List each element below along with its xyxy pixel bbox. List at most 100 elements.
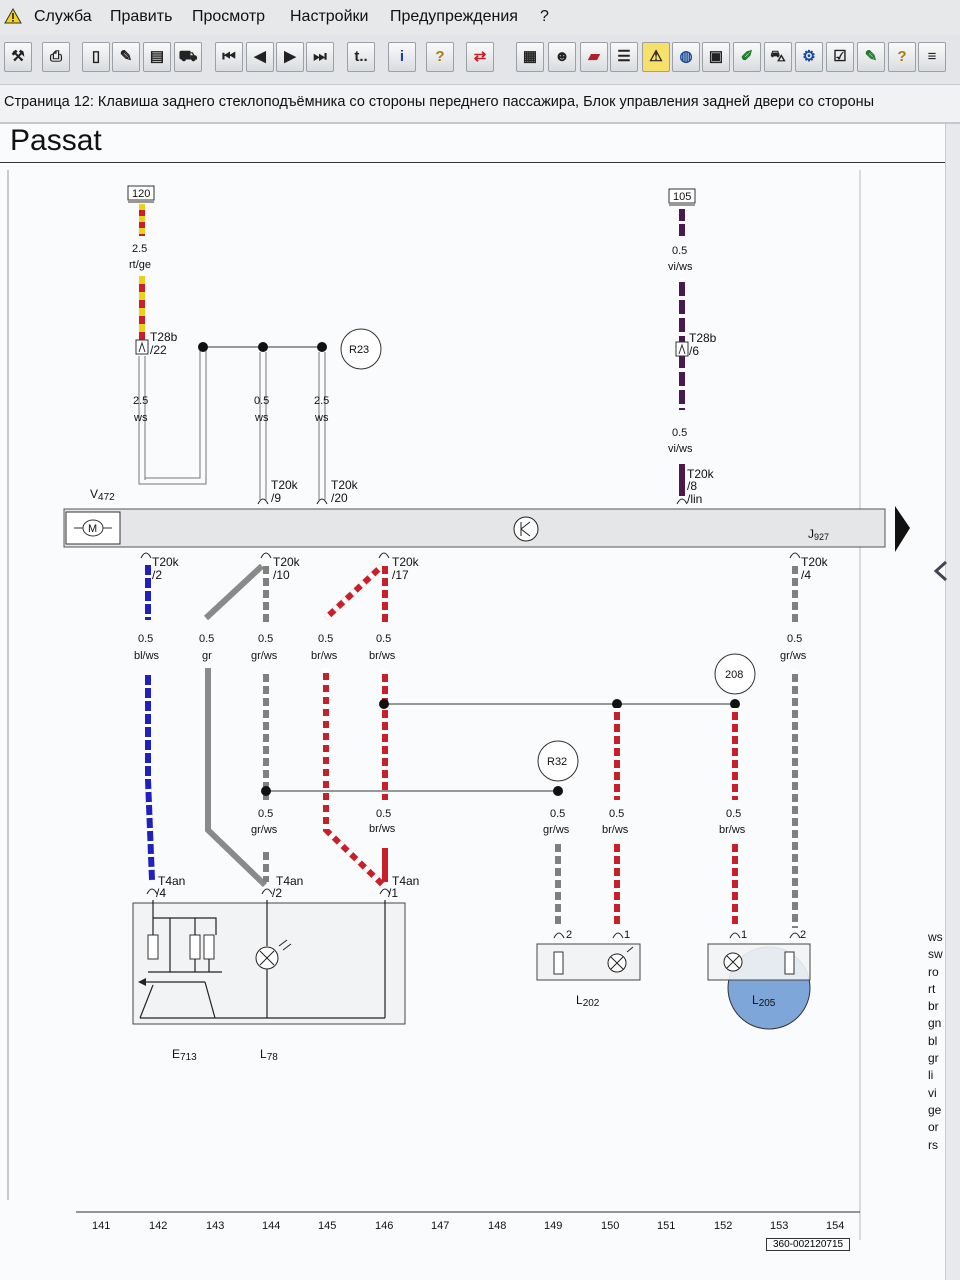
legend-item: or (928, 1120, 939, 1134)
svg-text:/2: /2 (272, 886, 282, 900)
first-page-icon[interactable]: ⏮ (215, 42, 243, 72)
connector-t20k-20: T20k /20 (316, 478, 359, 505)
svg-text:2: 2 (566, 929, 572, 941)
svg-text:120: 120 (132, 188, 150, 200)
last-page-icon[interactable]: ⏭ (306, 42, 334, 72)
splice-dot (261, 786, 271, 796)
column-number: 152 (714, 1220, 733, 1232)
column-number: 153 (770, 1220, 789, 1232)
legend-item: li (928, 1068, 934, 1082)
page-title: Страница 12: Клавиша заднего стеклоподъё… (4, 94, 875, 110)
svg-text:T20k: T20k (392, 555, 420, 569)
globe-icon[interactable]: ◍ (672, 42, 700, 72)
swap-icon[interactable]: ⇄ (466, 42, 494, 72)
wire-ws-left-loop (138, 348, 207, 485)
svg-text:T4an: T4an (158, 874, 185, 888)
svg-text:T20k: T20k (273, 555, 301, 569)
svg-text:1: 1 (741, 929, 747, 941)
column-number: 154 (826, 1220, 845, 1232)
svg-text:/17: /17 (392, 568, 409, 582)
svg-text:T4an: T4an (276, 874, 303, 888)
wire-color-label: gr/ws (543, 824, 570, 836)
printer-icon[interactable]: ⎙ (42, 42, 70, 72)
svg-text:/4: /4 (801, 568, 811, 582)
svg-text:/1: /1 (388, 886, 398, 900)
legend-item: sw (928, 947, 943, 961)
list-icon[interactable]: ☰ (610, 42, 638, 72)
splice-dot (612, 699, 622, 709)
connector-t28b-6: T28b /6 (675, 331, 717, 358)
book-icon[interactable]: ▰ (580, 42, 608, 72)
menu-settings[interactable]: Настройки (290, 8, 369, 25)
info-icon[interactable]: i (388, 42, 416, 72)
menu-view[interactable]: Просмотр (192, 8, 266, 25)
tools-icon[interactable]: ✎ (112, 42, 140, 72)
help-doc-icon[interactable]: ? (888, 42, 916, 72)
splice-dot (379, 699, 389, 709)
svg-text:208: 208 (725, 669, 743, 681)
wire-size-label: 0.5 (609, 808, 624, 820)
ref-208: 208 (714, 653, 756, 695)
wire-color-label: ws (133, 412, 148, 424)
column-number: 143 (206, 1220, 225, 1232)
component-icon[interactable]: ▣ (702, 42, 730, 72)
car-icon[interactable]: ⛟ (174, 42, 202, 72)
svg-text:T20k: T20k (687, 467, 715, 481)
warning-toolbar-icon[interactable]: ⚠ (642, 42, 670, 72)
menu-bar: Служба Править Просмотр Настройки Предуп… (0, 0, 960, 34)
legend-item: ro (928, 965, 939, 979)
document-icon[interactable]: ▤ (143, 42, 171, 72)
svg-text:/2: /2 (152, 568, 162, 582)
menu-edit[interactable]: Править (110, 8, 173, 25)
wire-color-label: ws (314, 412, 329, 424)
wire-bl-ws (145, 562, 155, 881)
menu-help[interactable]: ? (540, 8, 549, 25)
legend-item: vi (928, 1086, 937, 1100)
svg-text:T20k: T20k (801, 555, 829, 569)
model-title: Passat (10, 124, 102, 157)
column-number: 141 (92, 1220, 111, 1232)
wire-size-label: 2.5 (314, 395, 329, 407)
legend-item: rs (928, 1138, 938, 1152)
text-icon[interactable]: t.. (347, 42, 375, 72)
toolbar: ⚒ ⎙ ▯ ✎ ▤ ⛟ ⏮ ◀ ▶ ⏭ t.. i ? ⇄ ▦ ☻ ▰ ☰ ⚠ … (0, 34, 960, 85)
svg-text:105: 105 (673, 191, 691, 203)
label-l202: L202 (576, 993, 600, 1009)
pen-icon[interactable]: ✐ (733, 42, 761, 72)
wire-size-label: 0.5 (672, 427, 687, 439)
edit-icon[interactable]: ✎ (857, 42, 885, 72)
service-icon[interactable]: ⚙ (795, 42, 823, 72)
checklist-icon[interactable]: ☑ (826, 42, 854, 72)
title-underline (0, 162, 945, 163)
menu-service[interactable]: Служба (34, 8, 92, 25)
motor-v472: M V472 (65, 487, 121, 545)
grid-icon[interactable]: ▦ (516, 42, 544, 72)
collapse-chevron-icon[interactable] (933, 560, 948, 582)
wire-size-label: 0.5 (787, 633, 802, 645)
person-icon[interactable]: ☻ (548, 42, 576, 72)
menu-warnings[interactable]: Предупреждения (390, 8, 518, 25)
wire-ws-t20k-20 (318, 352, 326, 500)
new-page-icon[interactable]: ▯ (82, 42, 110, 72)
legend-item: rt (928, 982, 936, 996)
legend-item: ge (928, 1103, 942, 1117)
help-icon[interactable]: ? (426, 42, 454, 72)
svg-text:M: M (88, 523, 97, 535)
column-number: 145 (318, 1220, 337, 1232)
legend-item: br (928, 999, 939, 1013)
prev-page-icon[interactable]: ◀ (246, 42, 274, 72)
next-page-icon[interactable]: ▶ (276, 42, 304, 72)
svg-text:/8: /8 (687, 479, 697, 493)
print-setup-icon[interactable]: ⚒ (4, 42, 32, 72)
wire-br-ws-145 (323, 563, 387, 889)
wire-size-label: 0.5 (258, 633, 273, 645)
svg-text:/9: /9 (271, 491, 281, 505)
menu-icon[interactable]: ≡ (918, 42, 946, 72)
connector-t20k-4: T20k /4 (789, 552, 829, 582)
svg-text:T4an: T4an (392, 874, 419, 888)
splice-dot (317, 342, 327, 352)
column-number: 151 (657, 1220, 676, 1232)
svg-text:V472: V472 (90, 487, 115, 503)
vehicle-icon[interactable]: ⛍ (764, 42, 792, 72)
